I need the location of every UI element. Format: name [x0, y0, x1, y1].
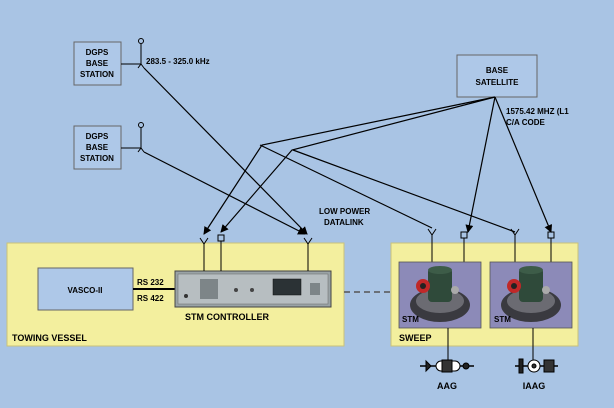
- satellite-freq-line2: C/A CODE: [506, 118, 545, 127]
- dgps2-line2: BASE: [86, 143, 109, 152]
- dgps1-line3: STATION: [80, 70, 114, 79]
- sweep-antennas: [427, 228, 555, 262]
- datalink-line1: LOW POWER: [319, 207, 370, 216]
- dgps-station-2: [73, 125, 122, 170]
- controller-antennas: [199, 234, 313, 271]
- towing-vessel-label: TOWING VESSEL: [12, 333, 87, 343]
- stm-right-label: STM: [494, 315, 511, 324]
- aag-label: AAG: [437, 381, 457, 391]
- sweep-label: SWEEP: [399, 333, 432, 343]
- dgps1-line1: DGPS: [86, 48, 109, 57]
- signal-paths: [143, 67, 553, 235]
- rs422-label: RS 422: [137, 294, 164, 303]
- dgps2-line1: DGPS: [86, 132, 109, 141]
- stm-unit-right: [489, 261, 573, 329]
- iaag-label: IAAG: [523, 381, 546, 391]
- dgps2-line3: STATION: [80, 154, 114, 163]
- stm-controller-label: STM CONTROLLER: [185, 312, 269, 322]
- dgps1-frequency: 283.5 - 325.0 kHz: [146, 57, 210, 66]
- datalink-line2: DATALINK: [324, 218, 364, 227]
- aag-device: [420, 359, 474, 373]
- dgps2-antenna: [121, 122, 145, 153]
- satellite-freq-line1: 1575.42 MHZ (L1: [506, 107, 569, 116]
- rs232-label: RS 232: [137, 278, 164, 287]
- stm-unit-left: [398, 261, 482, 329]
- dgps1-antenna: [121, 38, 145, 69]
- stm-left-label: STM: [402, 315, 419, 324]
- base-satellite-box: [456, 54, 538, 98]
- iaag-device: [515, 358, 558, 374]
- satellite-line2: SATELLITE: [476, 78, 520, 87]
- dgps1-line2: BASE: [86, 59, 109, 68]
- vasco-label: VASCO-II: [68, 286, 103, 295]
- tow-cables: [447, 328, 534, 360]
- stm-controller-unit: [174, 270, 332, 308]
- satellite-line1: BASE: [486, 66, 509, 75]
- dgps-station-1: [73, 41, 122, 86]
